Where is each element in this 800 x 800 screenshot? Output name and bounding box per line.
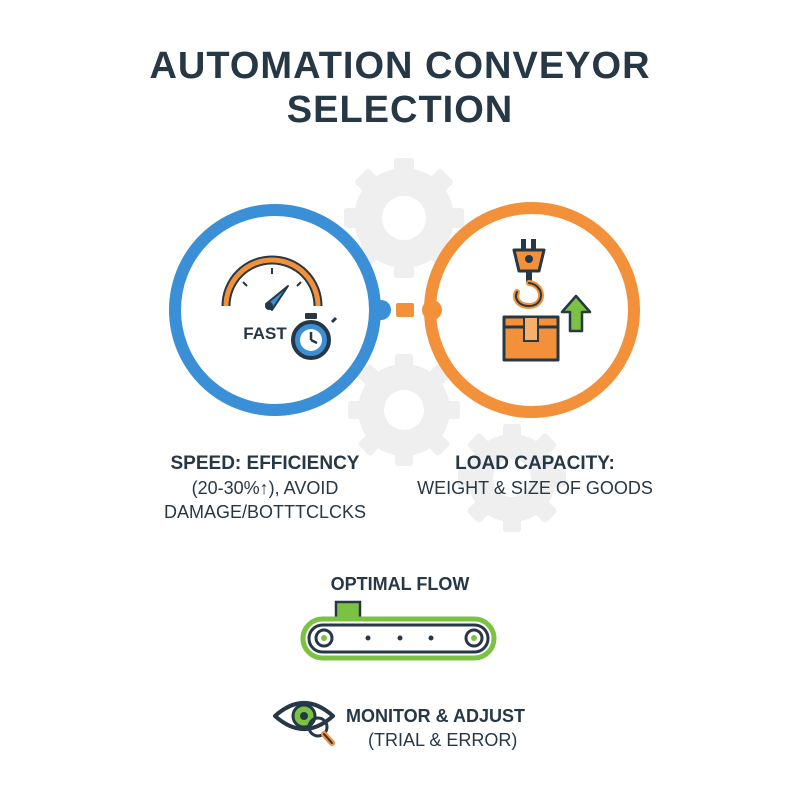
monitor-subtext: (TRIAL & ERROR)	[368, 730, 518, 750]
load-detail-line-1: WEIGHT & SIZE OF GOODS	[417, 478, 653, 498]
speed-detail-line-2: DAMAGE/BOTTTCLCKS	[163, 502, 367, 522]
optimal-flow-heading: OPTIMAL FLOW	[330, 574, 470, 594]
crane-hook-icon	[512, 239, 546, 310]
speed-circle	[169, 204, 381, 416]
speed-detail-line-1: (20-30%↑), AVOID	[191, 478, 339, 498]
eye-icon	[273, 701, 335, 731]
load-heading: LOAD CAPACITY:	[455, 453, 615, 474]
title-line-2: SELECTION	[286, 89, 514, 131]
conveyor-belt-icon	[300, 600, 497, 661]
title-line-1: AUTOMATION CONVEYOR	[149, 45, 651, 87]
load-capacity-circle	[424, 202, 640, 418]
up-arrow-icon	[560, 294, 592, 333]
gear-icon	[348, 354, 460, 466]
speedometer-icon	[221, 255, 323, 311]
box-icon	[502, 315, 560, 362]
magnifier-icon	[307, 716, 335, 746]
fast-label: FAST	[243, 324, 287, 343]
gear-icon	[458, 424, 566, 532]
circle-connector	[371, 300, 442, 320]
speed-heading: SPEED: EFFICIENCY	[170, 453, 360, 474]
monitor-heading: MONITOR & ADJUST	[346, 706, 526, 726]
stopwatch-icon	[291, 313, 338, 360]
load-description: LOAD CAPACITY: WEIGHT & SIZE OF GOODS	[400, 452, 670, 500]
speed-description: SPEED: EFFICIENCY (20-30%↑), AVOID DAMAG…	[150, 452, 380, 524]
monitor-description: MONITOR & ADJUST (TRIAL & ERROR)	[346, 704, 546, 752]
gear-icon	[344, 158, 464, 278]
page-title: AUTOMATION CONVEYOR SELECTION	[0, 44, 800, 132]
